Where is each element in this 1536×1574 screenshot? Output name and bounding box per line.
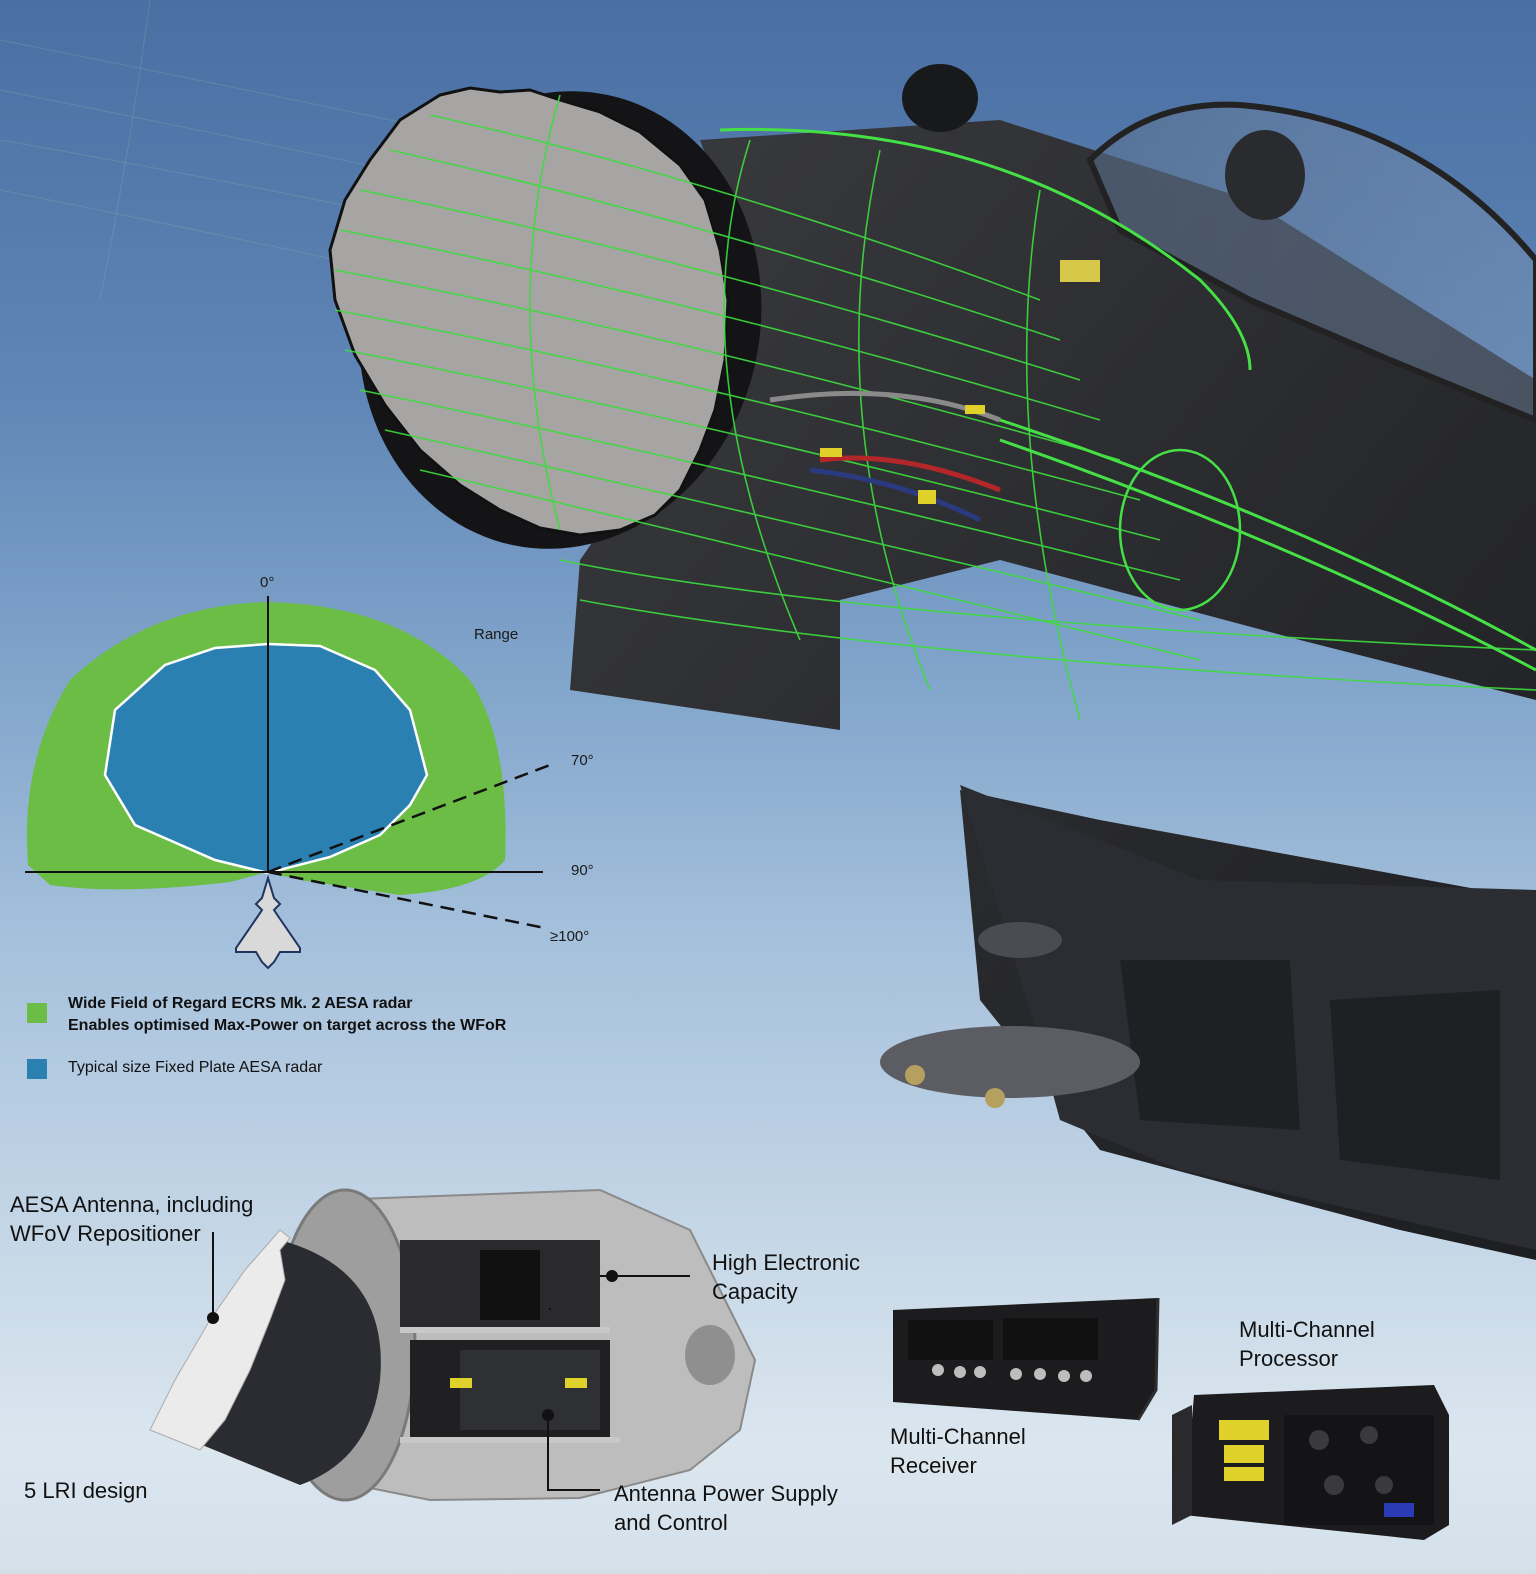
hundred-degree-line — [267, 870, 546, 930]
antenna-callout-dot — [207, 1312, 219, 1324]
repositioner-dome — [190, 1240, 381, 1485]
processor-label: Multi-Channel Processor — [1239, 1317, 1375, 1371]
irst-sensor — [902, 64, 978, 132]
zero-degree-label: 0° — [260, 574, 275, 591]
field-of-regard-diagram — [25, 596, 551, 970]
ninety-degree-label: 90° — [571, 862, 594, 879]
seventy-degree-line — [267, 763, 551, 874]
pilot-helmet — [1225, 130, 1305, 220]
aircraft-nose-render — [0, 0, 1536, 1260]
wireframe-mesh-sphere — [1118, 448, 1242, 612]
legend-item-fixed-plate: Typical size Fixed Plate AESA radar — [25, 1053, 625, 1083]
canopy — [1086, 101, 1536, 424]
housing-port — [685, 1325, 735, 1385]
power-supply-label: Antenna Power Supply and Control — [614, 1481, 838, 1535]
fixed-plate-region — [103, 642, 429, 875]
legend-wide-field-title: Wide Field of Regard ECRS Mk. 2 AESA rad… — [68, 995, 413, 1012]
hundred-degree-label: ≥100° — [550, 928, 590, 945]
electronic-capacity-label: High Electronic Capacity — [712, 1250, 860, 1304]
aircraft-silhouette-icon — [235, 874, 301, 970]
seventy-degree-label: 70° — [571, 752, 594, 769]
legend-swatch-green — [27, 1003, 47, 1023]
missile-pod — [880, 1026, 1140, 1098]
legend-wide-field-desc: Enables optimised Max-Power on target ac… — [68, 1017, 507, 1034]
legend-fixed-plate-title: Typical size Fixed Plate AESA radar — [68, 1059, 323, 1076]
receiver-label: Multi-Channel Receiver — [890, 1424, 1026, 1478]
multi-channel-receiver-unit — [893, 1297, 1160, 1421]
electronic-callout-dot — [606, 1270, 618, 1282]
radar-antenna-face — [328, 86, 730, 537]
power-callout-dot — [542, 1409, 554, 1421]
range-label: Range — [474, 626, 519, 643]
lri-design-label: 5 LRI design — [24, 1478, 148, 1503]
legend-swatch-blue — [27, 1059, 47, 1079]
legend-item-wide-field: Wide Field of Regard ECRS Mk. 2 AESA rad… — [25, 993, 625, 1053]
multi-channel-processor-unit — [1172, 1385, 1449, 1540]
antenna-label: AESA Antenna, including WFoV Repositione… — [10, 1192, 254, 1246]
legend: Wide Field of Regard ECRS Mk. 2 AESA rad… — [25, 993, 625, 1083]
radar-wireframe — [334, 94, 1536, 721]
radar-unit-cutaway — [149, 1188, 757, 1502]
